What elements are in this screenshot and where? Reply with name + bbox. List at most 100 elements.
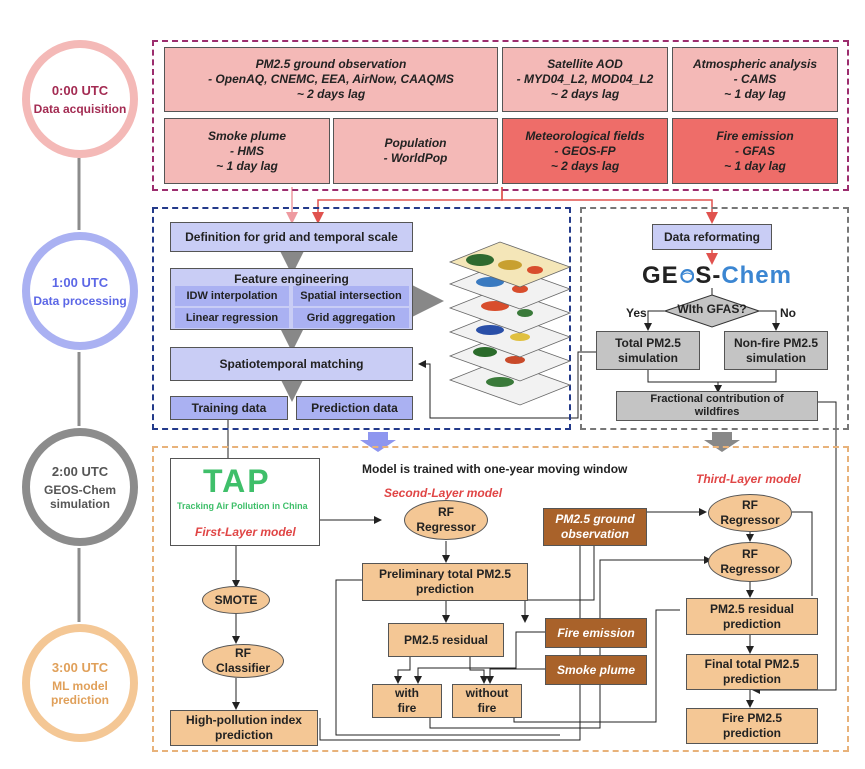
timeline-label: prediction <box>50 692 109 707</box>
box-title: Smoke plume <box>207 128 287 143</box>
pm25-residual-prediction-box: PM2.5 residual prediction <box>686 598 818 635</box>
yes-label: Yes <box>626 306 647 320</box>
rf-classifier-node: RF Classifier <box>202 644 284 678</box>
geos-chem-logo-text: GE <box>642 262 679 289</box>
geoschem-panel <box>580 207 849 430</box>
timeline-time: 3:00 UTC <box>51 659 109 675</box>
box-title: PM2.5 ground observation <box>255 57 407 71</box>
gfas-question: WIth GFAS? <box>677 302 747 316</box>
box-label: PM2.5 residual <box>403 632 489 647</box>
no-label: No <box>780 306 796 320</box>
box-label: Non-fire PM2.5 <box>733 335 818 350</box>
ml-panel <box>152 446 849 752</box>
box-label: Prediction data <box>311 400 398 415</box>
smote-node: SMOTE <box>202 586 270 614</box>
timeline-label: simulation <box>49 496 110 511</box>
atmospheric-analysis-box: Atmospheric analysis - CAMS ~ 1 day lag <box>672 47 838 112</box>
grid-aggregation-box: Grid aggregation <box>293 308 409 328</box>
third-layer-rf-regressor-2-node: RF Regressor <box>708 542 792 582</box>
box-sources: - GFAS <box>734 143 775 158</box>
box-label: Definition for grid and temporal scale <box>185 229 398 244</box>
total-pm25-simulation-box: Total PM2.5 simulation <box>596 331 700 370</box>
box-label: Regressor <box>416 520 476 534</box>
processing-panel <box>152 207 571 430</box>
globe-icon <box>680 269 694 283</box>
grid-definition-box: Definition for grid and temporal scale <box>170 222 413 252</box>
box-label: Fractional contribution of <box>650 393 784 405</box>
high-pollution-index-box: High-pollution index prediction <box>170 710 318 746</box>
timeline-time: 2:00 UTC <box>51 463 109 479</box>
spatial-intersection-box: Spatial intersection <box>293 286 409 306</box>
box-label: with <box>395 686 419 700</box>
third-layer-label: Third-Layer model <box>696 472 801 486</box>
timeline-step-geoschem: 2:00 UTC GEOS-Chem simulation <box>22 428 138 546</box>
box-sources: - HMS <box>230 143 264 158</box>
tap-logo: TAP <box>203 463 271 499</box>
gfas-decision-diamond <box>664 294 760 328</box>
box-label: fire <box>397 701 417 715</box>
box-label: Regressor <box>720 562 780 576</box>
final-total-pm25-box: Final total PM2.5 prediction <box>686 654 818 690</box>
prediction-data-box: Prediction data <box>296 396 413 420</box>
meteorological-fields-box: Meteorological fields - GEOS-FP ~ 2 days… <box>502 118 668 184</box>
box-label: Data reformating <box>663 229 761 244</box>
box-label: without <box>465 686 509 700</box>
fractional-contribution-box: Fractional contribution of wildfires <box>616 391 818 421</box>
box-lag: ~ 2 days lag <box>296 87 366 101</box>
box-label: prediction <box>722 616 781 631</box>
geos-chem-logo-text: S- <box>695 262 722 289</box>
box-sources: - OpenAQ, CNEMC, EEA, AirNow, CAAQMS <box>208 72 454 86</box>
timeline-time: 0:00 UTC <box>51 82 109 98</box>
box-label: prediction <box>214 728 273 742</box>
box-label: Classifier <box>215 661 271 675</box>
box-sources: - WorldPop <box>383 151 448 165</box>
box-label: Total PM2.5 <box>615 335 681 350</box>
without-fire-box: without fire <box>452 684 522 718</box>
timeline-label: ML model <box>52 678 108 693</box>
first-layer-label: First-Layer model <box>195 525 296 539</box>
spatiotemporal-matching-box: Spatiotemporal matching <box>170 347 413 381</box>
box-lag: ~ 1 day lag <box>216 158 278 173</box>
box-label: Spatiotemporal matching <box>219 356 364 371</box>
box-label: observation <box>560 527 629 541</box>
tap-subtitle: Tracking Air Pollution in China <box>177 501 308 511</box>
map-layer-3 <box>448 311 572 358</box>
box-label: simulation <box>617 350 678 365</box>
box-label: Preliminary total PM2.5 <box>378 567 512 581</box>
box-label: Final total PM2.5 <box>704 657 800 671</box>
box-label: prediction <box>722 672 781 686</box>
box-label: High-pollution index <box>186 713 302 727</box>
box-lag: ~ 2 days lag <box>550 158 620 173</box>
second-layer-label: Second-Layer model <box>384 486 503 500</box>
box-label: Grid aggregation <box>306 311 396 324</box>
box-title: Meteorological fields <box>525 128 645 143</box>
box-label: RF <box>742 498 758 512</box>
box-label: fire <box>477 701 497 715</box>
timeline-time: 1:00 UTC <box>51 274 109 290</box>
box-label: Fire PM2.5 <box>721 711 783 725</box>
box-title: Atmospheric analysis <box>692 57 818 71</box>
timeline-label: Data processing <box>33 293 127 308</box>
fire-emission-input: Fire emission <box>545 618 647 648</box>
timeline-step-processing: 1:00 UTC Data processing <box>22 232 138 350</box>
box-label: Smoke plume <box>556 662 636 677</box>
satellite-aod-box: Satellite AOD - MYD04_L2, MOD04_L2 ~ 2 d… <box>502 47 668 112</box>
timeline-label: Data acquisition <box>33 101 127 116</box>
box-title: Population <box>384 136 447 150</box>
preliminary-total-pm25-box: Preliminary total PM2.5 prediction <box>362 563 528 601</box>
box-label: SMOTE <box>214 592 258 607</box>
box-lag: ~ 1 day lag <box>724 87 786 101</box>
fire-emission-source-box: Fire emission - GFAS ~ 1 day lag <box>672 118 838 184</box>
second-layer-rf-regressor-node: RF Regressor <box>404 500 488 540</box>
box-lag: ~ 1 day lag <box>724 158 786 173</box>
moving-window-note: Model is trained with one-year moving wi… <box>362 462 628 476</box>
linear-regression-box: Linear regression <box>175 308 289 328</box>
box-sources: - CAMS <box>733 72 777 86</box>
third-layer-rf-regressor-1-node: RF Regressor <box>708 494 792 532</box>
box-sources: - GEOS-FP <box>554 143 616 158</box>
stacked-map-layers-icon <box>448 241 572 406</box>
acquisition-panel <box>152 40 849 191</box>
box-label: PM2.5 residual <box>709 601 795 616</box>
timeline-step-acquisition: 0:00 UTC Data acquisition <box>22 40 138 158</box>
box-label: RF <box>742 547 758 561</box>
